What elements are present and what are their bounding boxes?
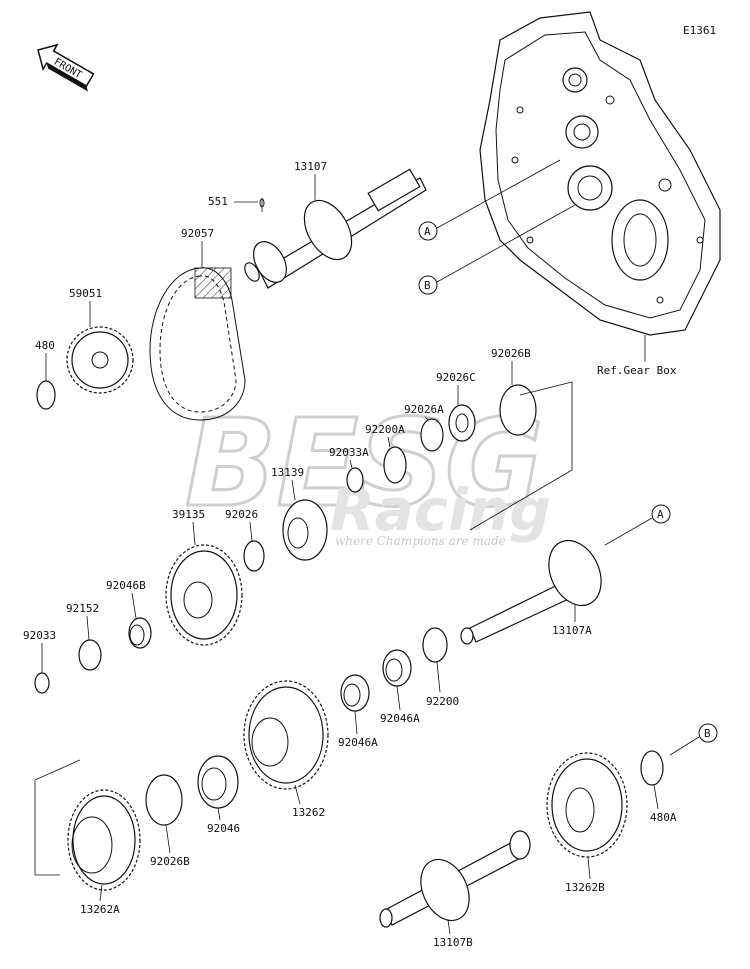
- output-shaft-13107: [244, 168, 427, 289]
- gear-13262: [243, 680, 329, 790]
- gear-box-case: [479, 11, 721, 336]
- callout-a-top: A: [418, 159, 561, 241]
- part-number-p92046a_2: 92046A: [338, 736, 378, 749]
- part-number-p92057: 92057: [181, 227, 214, 240]
- callout-letter: B: [424, 279, 431, 292]
- part-number-p551: 551: [208, 195, 228, 208]
- gear-13262a: [67, 789, 141, 891]
- gear-39135: [165, 544, 243, 646]
- part-number-p92026a: 92026A: [404, 403, 444, 416]
- part-number-p92046b: 92046B: [106, 579, 146, 592]
- circlip-92033a: [346, 467, 364, 493]
- dog-13139: [282, 499, 328, 561]
- callout-letter: B: [704, 727, 711, 740]
- front-arrow-icon: FRONT: [37, 43, 95, 92]
- part-number-p13262a: 13262A: [80, 903, 120, 916]
- ref-gear-box-label: Ref.Gear Box: [597, 364, 677, 377]
- part-number-p13107b: 13107B: [433, 936, 473, 949]
- part-number-p92026b_bot: 92026B: [150, 855, 190, 868]
- part-number-p13107a: 13107A: [552, 624, 592, 637]
- o-ring-92026b-top: [499, 384, 537, 436]
- washer-92200a: [383, 446, 407, 484]
- shaft-13107a: [460, 539, 602, 645]
- o-ring-92026b-bottom: [145, 774, 183, 826]
- callout-letter: A: [424, 225, 431, 238]
- callout-a-shaft: A: [604, 504, 671, 546]
- watermark-sub: Racing: [330, 476, 551, 544]
- washer-92026c: [448, 404, 476, 442]
- part-number-p92152: 92152: [66, 602, 99, 615]
- callout-b-shaft: B: [669, 723, 718, 756]
- washer-92200: [422, 627, 448, 663]
- sprocket-59051: [66, 326, 134, 394]
- part-number-p13139: 13139: [271, 466, 304, 479]
- part-number-p13262: 13262: [292, 806, 325, 819]
- washer-92152: [78, 639, 102, 671]
- gear-13262b: [546, 752, 628, 858]
- circlip-480: [36, 380, 56, 410]
- part-number-p13107: 13107: [294, 160, 327, 173]
- shaft-13107b: [379, 830, 531, 928]
- circlip-480a: [640, 750, 664, 786]
- watermark: BESG Racing where Champions are made: [184, 394, 551, 549]
- diagram-code: E1361: [683, 24, 716, 37]
- watermark-brand: BESG: [185, 395, 543, 534]
- part-number-p92200: 92200: [426, 695, 459, 708]
- part-labels: 13107 551 92057 59051 480 92026B 92026C …: [23, 160, 677, 949]
- washer-92026: [243, 540, 265, 572]
- part-number-p39135: 39135: [172, 508, 205, 521]
- part-number-p480a: 480A: [650, 811, 677, 824]
- ring-92026a: [420, 418, 444, 452]
- circlip-92033: [34, 672, 50, 694]
- chain-92057: [149, 267, 246, 421]
- part-number-p92046: 92046: [207, 822, 240, 835]
- part-number-p92026: 92026: [225, 508, 258, 521]
- part-number-p92200a: 92200A: [365, 423, 405, 436]
- bearing-92046a-1: [382, 649, 412, 687]
- part-number-p92026b_top: 92026B: [491, 347, 531, 360]
- part-number-p92033a: 92033A: [329, 446, 369, 459]
- part-number-p92033: 92033: [23, 629, 56, 642]
- callout-b-top: B: [418, 204, 576, 295]
- bearing-92046b: [128, 617, 152, 649]
- part-number-p59051: 59051: [69, 287, 102, 300]
- bearing-92046: [197, 755, 239, 809]
- watermark-tagline: where Champions are made: [335, 534, 506, 548]
- part-number-p13262b: 13262B: [565, 881, 605, 894]
- part-number-p92046a_1: 92046A: [380, 712, 420, 725]
- callout-letter: A: [657, 508, 664, 521]
- part-number-p92026c: 92026C: [436, 371, 476, 384]
- bearing-92046a-2: [340, 674, 370, 712]
- part-number-p480: 480: [35, 339, 55, 352]
